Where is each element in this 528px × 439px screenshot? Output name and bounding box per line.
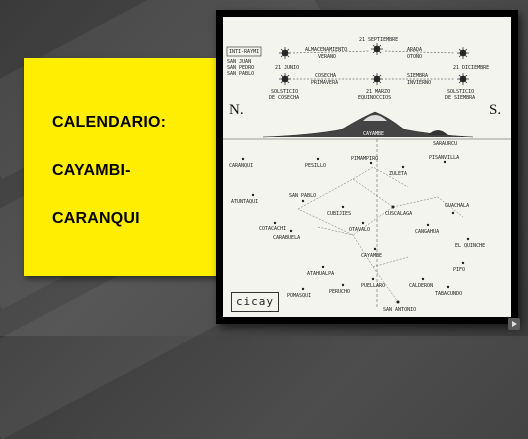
place-label: CAYAMBE bbox=[361, 253, 383, 259]
header-label: SAN PEDRO bbox=[227, 65, 255, 71]
saraurcu-label: SARAURCU bbox=[433, 141, 458, 147]
place-label: POMASQUI bbox=[287, 293, 312, 299]
slide: CALENDARIO: CAYAMBI- CARANQUI bbox=[24, 10, 520, 330]
header-label: 21 MARZO bbox=[366, 89, 391, 95]
calendar-image-frame: INTI-RAYMI SAN JUAN SAN PEDRO SAN PABLO … bbox=[216, 10, 518, 324]
place-label: TABACUNDO bbox=[435, 291, 463, 297]
header-label: 21 DICIEMBRE bbox=[453, 65, 490, 71]
header-label: SOLSTICIO bbox=[447, 89, 475, 95]
place-label: CALDERON bbox=[409, 283, 434, 289]
place-label: PISANVILLA bbox=[429, 155, 460, 161]
place-label: GUACHALA bbox=[445, 203, 470, 209]
south-label: S. bbox=[489, 102, 502, 118]
calendar-map-drawing bbox=[223, 43, 511, 307]
place-label: ATAHUALPA bbox=[307, 271, 335, 277]
place-label: CUBIJIES bbox=[327, 211, 352, 217]
place-label: CARABUELA bbox=[273, 235, 301, 241]
header-label: SAN PABLO bbox=[227, 71, 255, 77]
cicay-logo: cicay bbox=[231, 292, 279, 312]
header-label: 21 SEPTIEMBRE bbox=[359, 37, 399, 43]
header-label: DE COSECHA bbox=[269, 95, 300, 101]
cayambe-label: CAYAMBE bbox=[363, 131, 385, 137]
place-label: PESILLO bbox=[305, 163, 327, 169]
place-label: PUELLARO bbox=[361, 283, 386, 289]
place-label: ATUNTAQUI bbox=[231, 199, 259, 205]
header-label: ARADA bbox=[407, 47, 423, 53]
place-label: COTACACHI bbox=[259, 226, 287, 232]
place-label: CARANQUI bbox=[229, 163, 254, 169]
title-panel: CALENDARIO: CAYAMBI- CARANQUI bbox=[24, 58, 220, 276]
title-line-3: CARANQUI bbox=[52, 210, 140, 227]
header-label: 21 JUNIO bbox=[275, 65, 300, 71]
header-label: DE SIEMBRA bbox=[445, 95, 476, 101]
header-label: INTI-RAYMI bbox=[229, 49, 260, 55]
place-label: PERUCHO bbox=[329, 289, 351, 295]
header-label: OTOÑO bbox=[407, 54, 423, 60]
place-label: SAN PABLO bbox=[289, 193, 317, 199]
header-label: SOLSTICIO bbox=[271, 89, 299, 95]
title-line-2: CAYAMBI- bbox=[52, 162, 131, 179]
slide-play-icon[interactable] bbox=[508, 318, 520, 330]
header-label: SAN JUAN bbox=[227, 59, 252, 65]
header-label: INVIERNO bbox=[407, 80, 432, 86]
header-label: COSECHA bbox=[315, 73, 337, 79]
place-label: CANGAHUA bbox=[415, 229, 440, 235]
place-label: SAN ANTONIO bbox=[383, 307, 417, 313]
place-label: PIMAMPIRO bbox=[351, 156, 379, 162]
place-label: PIFO bbox=[453, 267, 466, 273]
header-label: SIEMBRA bbox=[407, 73, 429, 79]
place-label: EL QUINCHE bbox=[455, 243, 486, 249]
header-label: VERANO bbox=[318, 54, 337, 60]
header-label: EQUINOCCIOS bbox=[358, 95, 392, 101]
place-label: CUSCALAGA bbox=[385, 211, 413, 217]
calendar-map-image: INTI-RAYMI SAN JUAN SAN PEDRO SAN PABLO … bbox=[223, 17, 511, 317]
header-label: PRIMAVERA bbox=[311, 80, 339, 86]
place-label: ZULETA bbox=[389, 171, 408, 177]
header-label: ALMACENAMIENTO bbox=[305, 47, 348, 53]
title-line-1: CALENDARIO: bbox=[52, 114, 167, 131]
north-label: N. bbox=[229, 102, 244, 118]
place-label: OTAVALO bbox=[349, 227, 371, 233]
